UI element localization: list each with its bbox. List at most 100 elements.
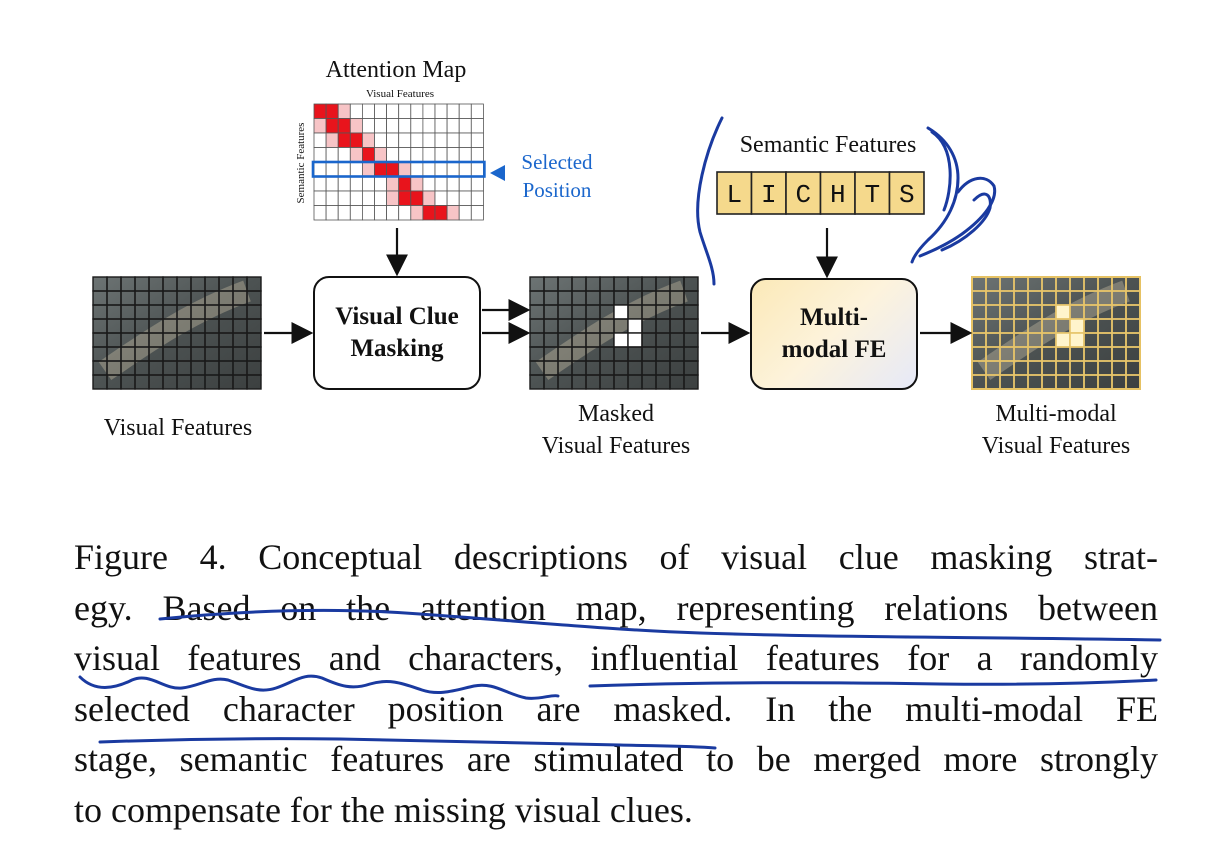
attention-cell — [470, 205, 484, 221]
attention-cell — [470, 132, 484, 148]
attention-cell — [337, 132, 351, 148]
attention-cell — [361, 205, 375, 221]
attention-cell — [410, 161, 424, 177]
attention-cell — [374, 118, 388, 134]
attention-cell — [337, 118, 351, 134]
attention-cell — [398, 147, 412, 163]
multimodal-fe-box: Multi- modal FE — [750, 278, 918, 390]
attention-cell — [337, 103, 351, 119]
attention-cell — [337, 176, 351, 192]
attention-cell — [446, 176, 460, 192]
attention-cell — [434, 103, 448, 119]
input-visual-features-label: Visual Features — [103, 415, 253, 441]
caption-line: visual features and characters, influent… — [74, 638, 1158, 678]
output-feature-map-cell — [1055, 332, 1071, 348]
attention-cell — [410, 176, 424, 192]
semantic-char: H — [830, 180, 846, 210]
output-feature-map-cell — [1125, 374, 1141, 390]
masking-box-line-1: Visual Clue — [335, 303, 459, 330]
selected-position-label-2: Position — [522, 178, 592, 202]
semantic-char: C — [795, 180, 811, 210]
attention-cell — [458, 118, 472, 134]
attention-cell — [349, 103, 363, 119]
attention-cell — [410, 103, 424, 119]
selected-position-label-1: Selected — [521, 150, 593, 174]
attention-cell — [374, 205, 388, 221]
attention-cell — [337, 161, 351, 177]
attention-cell — [410, 205, 424, 221]
attention-cell — [446, 103, 460, 119]
semantic-features-title: Semantic Features — [739, 132, 917, 158]
output-feature-map-cell — [1055, 304, 1071, 320]
attention-cell — [325, 190, 339, 206]
attention-cell — [386, 190, 400, 206]
attention-cell — [422, 161, 436, 177]
attention-cell — [386, 161, 400, 177]
attention-cell — [434, 190, 448, 206]
attention-cell — [361, 103, 375, 119]
attention-cell — [422, 190, 436, 206]
attention-cell — [313, 161, 327, 177]
attention-cell — [422, 132, 436, 148]
attention-cell — [458, 103, 472, 119]
attention-cell — [410, 118, 424, 134]
attention-cell — [398, 118, 412, 134]
attention-cell — [337, 147, 351, 163]
attention-cell — [470, 190, 484, 206]
attention-cell — [337, 205, 351, 221]
masked-feature-map-cell — [627, 332, 643, 348]
attention-cell — [410, 147, 424, 163]
attention-map-title: Attention Map — [325, 57, 467, 83]
attention-cell — [361, 132, 375, 148]
output-label-1: Multi-modal — [995, 401, 1117, 427]
output-label-2: Visual Features — [981, 433, 1131, 459]
attention-cell — [349, 147, 363, 163]
attention-cell — [422, 147, 436, 163]
caption-line: stage, semantic features are stimulated … — [74, 739, 1158, 779]
attention-cell — [470, 103, 484, 119]
attention-cell — [374, 147, 388, 163]
attention-cell — [470, 147, 484, 163]
attention-cell — [458, 161, 472, 177]
attention-cell — [458, 190, 472, 206]
attention-cell — [374, 161, 388, 177]
attention-cell — [422, 118, 436, 134]
attention-cell — [398, 161, 412, 177]
attention-cell — [374, 132, 388, 148]
output-feature-map-cell — [1069, 332, 1085, 348]
attention-cell — [398, 176, 412, 192]
attention-cell — [398, 103, 412, 119]
visual-clue-masking-box: Visual Clue Masking — [313, 276, 481, 390]
masked-feature-map-cell — [683, 374, 699, 390]
attention-map-y-label: Semantic Features — [295, 122, 307, 204]
attention-cell — [434, 132, 448, 148]
attention-cell — [349, 161, 363, 177]
semantic-cell — [854, 171, 891, 215]
attention-cell — [325, 103, 339, 119]
caption-line: to compensate for the missing visual clu… — [74, 789, 693, 830]
selected-pointer-icon — [490, 165, 505, 181]
masked-feature-map-cell — [613, 332, 629, 348]
attention-cell — [386, 176, 400, 192]
attention-cell — [325, 161, 339, 177]
attention-cell — [361, 147, 375, 163]
attention-cell — [434, 118, 448, 134]
attention-cell — [313, 205, 327, 221]
attention-cell — [422, 103, 436, 119]
input-feature-map-cell — [246, 374, 262, 390]
attention-cell — [446, 161, 460, 177]
attention-cell — [349, 176, 363, 192]
attention-cell — [434, 147, 448, 163]
attention-cell — [386, 132, 400, 148]
attention-map-x-label: Visual Features — [365, 88, 435, 100]
masked-feature-map-cell — [627, 318, 643, 334]
attention-cell — [325, 176, 339, 192]
attention-cell — [386, 103, 400, 119]
attention-cell — [349, 118, 363, 134]
semantic-char: I — [761, 180, 777, 210]
attention-cell — [374, 103, 388, 119]
attention-cell — [313, 190, 327, 206]
attention-cell — [458, 132, 472, 148]
